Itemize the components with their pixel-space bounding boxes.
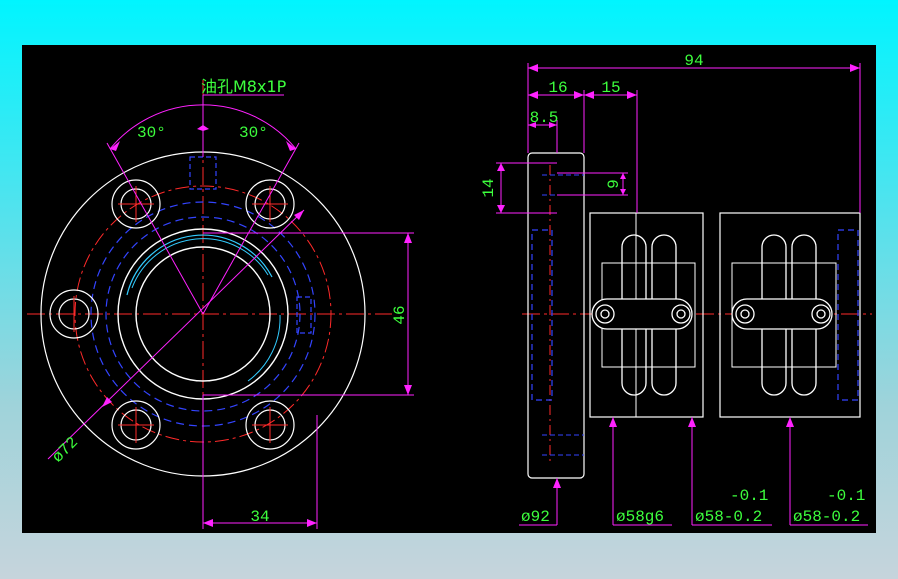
oil-hole-note: 油孔M8x1P	[201, 77, 287, 96]
front-view: 30° 30° 油孔M8x1P ø72 46 34	[27, 77, 414, 529]
bolt-hole-top-right	[245, 179, 295, 229]
dia72-leader	[47, 209, 305, 460]
tol-b-lower: ø58-0.2	[793, 508, 860, 526]
hidden-thread-circle	[105, 216, 301, 412]
angle-left-label: 30°	[137, 124, 166, 142]
cad-drawing-canvas: 30° 30° 油孔M8x1P ø72 46 34	[22, 45, 876, 533]
angle-right-label: 30°	[239, 124, 268, 142]
dia58g6-label: ø58g6	[616, 508, 664, 526]
dim-9-label: 9	[605, 179, 623, 189]
side-flange	[527, 152, 585, 479]
dim-34-label: 34	[250, 508, 269, 526]
bolt-hole-bottom-left	[111, 400, 161, 450]
dia92-label: ø92	[521, 508, 550, 526]
bolt-hole-bottom-right	[245, 400, 295, 450]
thread-arc-3	[247, 314, 281, 382]
return-tube-2	[731, 234, 833, 396]
tol-a-upper: -0.1	[730, 487, 768, 505]
dim-94-label: 94	[684, 52, 703, 70]
bore-inner-circle	[135, 246, 271, 382]
dim-16-label: 16	[548, 79, 567, 97]
dim-46-label: 46	[391, 305, 409, 324]
thread-arc-2	[131, 238, 269, 289]
thread-arc-1	[126, 234, 273, 296]
return-tube-1	[591, 234, 693, 396]
nut-body-section-1	[589, 212, 704, 418]
dim-15-label: 15	[601, 79, 620, 97]
bolt-hole-left	[49, 289, 99, 339]
side-view: 94 16 15 8.5 14 9 ø92	[480, 52, 872, 526]
angle-leader-left	[106, 142, 204, 315]
angle-leader-right	[202, 142, 300, 315]
dim-85-label: 8.5	[530, 109, 559, 127]
dia72-label: ø72	[49, 433, 82, 466]
side-hole-hidden	[296, 296, 312, 334]
dim-14-label: 14	[480, 178, 498, 197]
tol-b-upper: -0.1	[827, 487, 865, 505]
bolt-hole-top-left	[111, 179, 161, 229]
cad-drawing-svg: 30° 30° 油孔M8x1P ø72 46 34	[27, 52, 872, 529]
tol-a-lower: ø58-0.2	[695, 508, 762, 526]
